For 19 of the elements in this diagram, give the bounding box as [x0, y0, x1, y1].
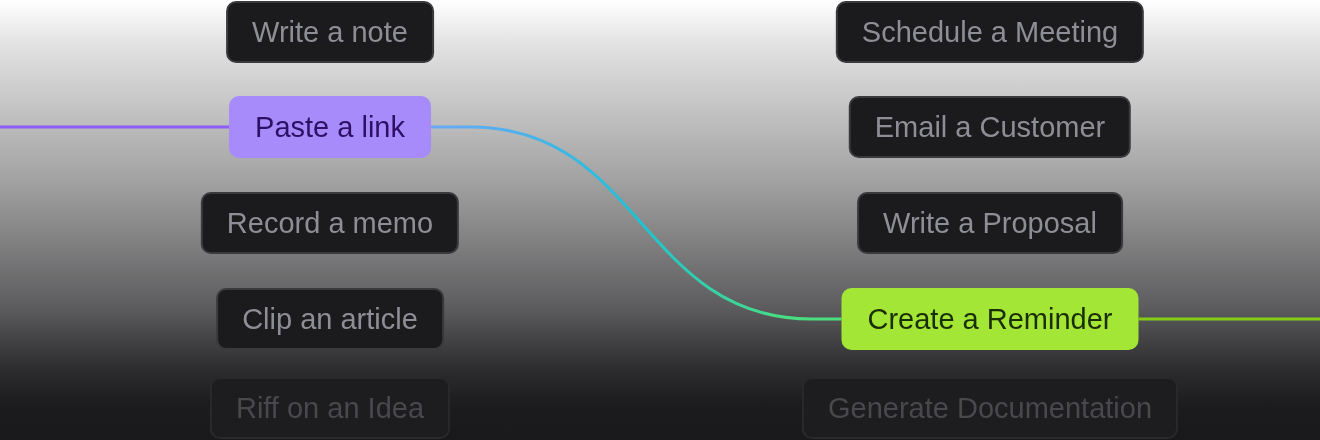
- process-box: [835, 1, 1145, 63]
- node-label: Write a Proposal: [883, 206, 1097, 240]
- node-label: Schedule a Meeting: [861, 15, 1119, 49]
- node-label: Write a note: [252, 15, 408, 49]
- connector-line: [430, 125, 842, 321]
- connector-line: [0, 125, 230, 129]
- process-box: [229, 96, 431, 158]
- process-box: [841, 288, 1139, 350]
- node-label: Record a memo: [226, 206, 434, 240]
- process-box: [857, 192, 1123, 254]
- node-label: Clip an article: [242, 302, 418, 336]
- process-box: [200, 192, 460, 254]
- process-box: [216, 288, 444, 350]
- node-label: Paste a link: [255, 110, 405, 144]
- node-label: Create a Reminder: [867, 302, 1113, 336]
- connector-line: [1138, 317, 1320, 321]
- process-box: [226, 1, 434, 63]
- node-label: Email a Customer: [874, 110, 1106, 144]
- process-box: [848, 96, 1132, 158]
